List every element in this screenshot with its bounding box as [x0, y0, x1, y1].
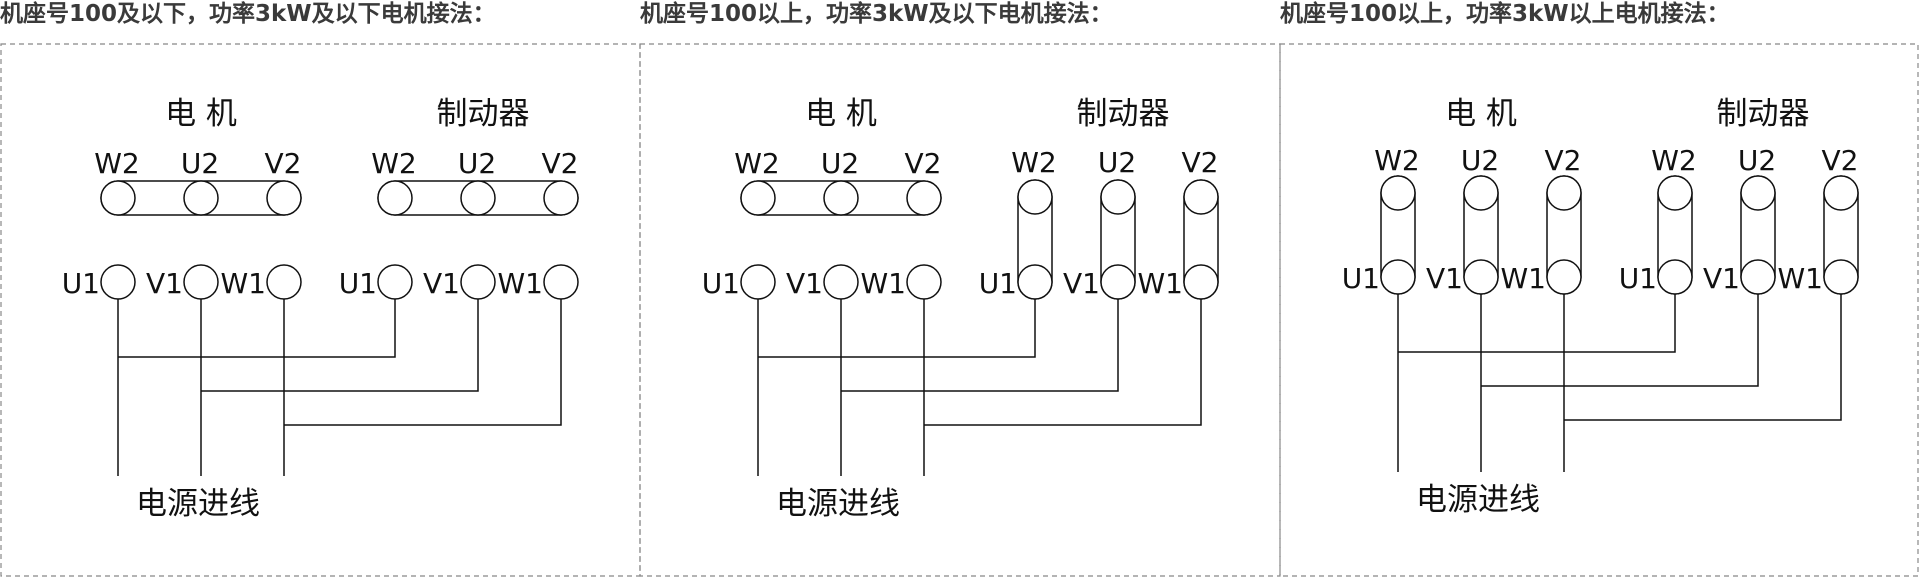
p1-motor-bottom-label-v1: V1 — [146, 267, 183, 300]
p1-brake-label: 制动器 — [437, 96, 530, 132]
p3-brake-top-terminal-3 — [1823, 175, 1859, 211]
p1-brake-bottom-terminal-1 — [377, 264, 413, 300]
p1-brake-feed-3 — [284, 299, 562, 426]
p1-brake-top-label-u2: U2 — [458, 147, 496, 180]
p2-motor-bottom-label-v1: V1 — [786, 267, 823, 300]
p2-brake-top-terminal-2 — [1100, 179, 1136, 215]
p3-motor-top-terminal-2 — [1463, 175, 1499, 211]
p3-motor-bottom-terminal-3 — [1546, 259, 1582, 295]
p1-motor-top-label-w2: W2 — [94, 147, 140, 180]
p1-motor-bottom-terminal-1 — [100, 264, 136, 300]
p2-motor-bottom-label-w1: W1 — [861, 267, 907, 300]
p1-motor-bottom-label-w1: W1 — [221, 267, 267, 300]
p2-brake-top-terminal-1 — [1017, 179, 1053, 215]
p2-motor-top-label-w2: W2 — [734, 147, 780, 180]
panel-2-title: 机座号100以上，功率3kW及以下电机接法： — [640, 1, 1113, 27]
p2-supply-label: 电源进线 — [776, 486, 900, 522]
p2-motor-top-terminal-1 — [740, 180, 776, 216]
p2-brake-feed-2 — [841, 299, 1119, 392]
p1-motor-top-label-v2: V2 — [265, 147, 302, 180]
p3-motor-top-terminal-1 — [1380, 175, 1416, 211]
p2-brake-feed-1 — [758, 299, 1036, 358]
p1-brake-top-label-w2: W2 — [371, 147, 417, 180]
p3-brake-bottom-terminal-1 — [1657, 259, 1693, 295]
p2-motor-bottom-terminal-3 — [906, 264, 942, 300]
p1-motor-bottom-terminal-2 — [183, 264, 219, 300]
p3-brake-top-label-w2: W2 — [1651, 144, 1697, 177]
p1-brake-top-terminal-3 — [543, 180, 579, 216]
panel-frame-1 — [0, 43, 641, 577]
p2-motor-top-terminal-2 — [823, 180, 859, 216]
p3-motor-bottom-label-v1: V1 — [1426, 262, 1463, 295]
p3-brake-bottom-terminal-3 — [1823, 259, 1859, 295]
p2-brake-bottom-label-u1: U1 — [979, 267, 1017, 300]
p3-motor-label: 电 机 — [1445, 96, 1517, 132]
p3-motor-top-label-u2: U2 — [1461, 144, 1499, 177]
panel-frame-2 — [639, 43, 1281, 577]
p2-brake-label: 制动器 — [1077, 96, 1170, 132]
p1-brake-bottom-label-w1: W1 — [498, 267, 544, 300]
p3-brake-feed-3 — [1564, 294, 1842, 421]
p1-motor-top-label-u2: U2 — [181, 147, 219, 180]
p1-motor-top-terminal-3 — [266, 180, 302, 216]
p2-motor-label: 电 机 — [805, 96, 877, 132]
p3-brake-label: 制动器 — [1717, 96, 1810, 132]
p3-brake-bottom-label-w1: W1 — [1778, 262, 1824, 295]
p2-brake-top-terminal-3 — [1183, 179, 1219, 215]
p2-brake-feed-3 — [924, 299, 1202, 426]
p1-brake-bottom-label-u1: U1 — [339, 267, 377, 300]
p1-brake-bottom-label-v1: V1 — [423, 267, 460, 300]
p2-motor-bottom-terminal-1 — [740, 264, 776, 300]
p1-brake-bottom-terminal-2 — [460, 264, 496, 300]
p3-motor-top-label-w2: W2 — [1374, 144, 1420, 177]
p3-motor-top-label-v2: V2 — [1545, 144, 1582, 177]
p1-brake-top-terminal-1 — [377, 180, 413, 216]
p1-brake-feed-1 — [118, 299, 396, 358]
p3-motor-bottom-label-u1: U1 — [1342, 262, 1380, 295]
p3-supply-label: 电源进线 — [1416, 482, 1540, 518]
p3-motor-bottom-label-w1: W1 — [1501, 262, 1547, 295]
p1-brake-feed-2 — [201, 299, 479, 392]
p3-brake-bottom-terminal-2 — [1740, 259, 1776, 295]
p2-brake-bottom-label-v1: V1 — [1063, 267, 1100, 300]
p3-brake-feed-2 — [1481, 294, 1759, 387]
p1-motor-top-terminal-2 — [183, 180, 219, 216]
panel-3-title: 机座号100以上，功率3kW以上电机接法： — [1280, 1, 1730, 27]
p1-motor-bottom-terminal-3 — [266, 264, 302, 300]
p1-brake-bottom-terminal-3 — [543, 264, 579, 300]
p3-brake-top-terminal-1 — [1657, 175, 1693, 211]
p3-brake-top-label-u2: U2 — [1738, 144, 1776, 177]
p2-brake-bottom-terminal-2 — [1100, 264, 1136, 300]
p3-motor-bottom-terminal-2 — [1463, 259, 1499, 295]
p1-motor-label: 电 机 — [165, 96, 237, 132]
p2-brake-top-label-u2: U2 — [1098, 146, 1136, 179]
p2-brake-bottom-terminal-3 — [1183, 264, 1219, 300]
p3-brake-feed-1 — [1398, 294, 1676, 353]
p2-brake-bottom-label-w1: W1 — [1138, 267, 1184, 300]
p3-motor-bottom-terminal-1 — [1380, 259, 1416, 295]
p2-brake-top-label-w2: W2 — [1011, 146, 1057, 179]
p3-brake-top-label-v2: V2 — [1822, 144, 1859, 177]
panel-frame-3 — [1279, 43, 1919, 577]
p2-motor-top-label-u2: U2 — [821, 147, 859, 180]
p1-motor-bottom-label-u1: U1 — [62, 267, 100, 300]
p1-brake-top-label-v2: V2 — [542, 147, 579, 180]
p1-brake-top-terminal-2 — [460, 180, 496, 216]
p3-brake-bottom-label-u1: U1 — [1619, 262, 1657, 295]
p3-brake-bottom-label-v1: V1 — [1703, 262, 1740, 295]
panel-1-title: 机座号100及以下，功率3kW及以下电机接法： — [0, 1, 496, 27]
p2-motor-bottom-label-u1: U1 — [702, 267, 740, 300]
p3-motor-top-terminal-3 — [1546, 175, 1582, 211]
p1-motor-top-terminal-1 — [100, 180, 136, 216]
p2-motor-top-terminal-3 — [906, 180, 942, 216]
p3-brake-top-terminal-2 — [1740, 175, 1776, 211]
p2-brake-bottom-terminal-1 — [1017, 264, 1053, 300]
p1-supply-label: 电源进线 — [136, 486, 260, 522]
p2-motor-top-label-v2: V2 — [905, 147, 942, 180]
p2-brake-top-label-v2: V2 — [1182, 146, 1219, 179]
p2-motor-bottom-terminal-2 — [823, 264, 859, 300]
